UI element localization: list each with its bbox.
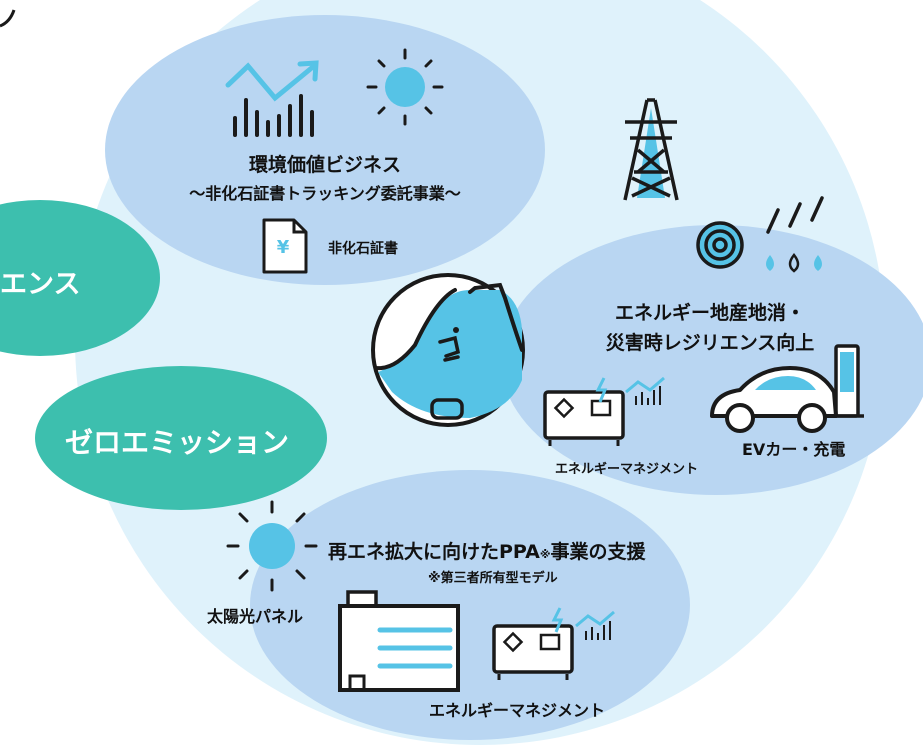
ppa-title-mark: ※ (539, 548, 551, 561)
chart-up-icon (225, 60, 319, 137)
battery-unit-icon-ppa (492, 607, 615, 680)
ppa-note: ※第三者所有型モデル (428, 571, 558, 586)
corner-arc (0, 9, 16, 28)
env-value-ellipse (105, 15, 545, 285)
ev-car-charger-icon (710, 344, 864, 433)
sun-icon-ppa (226, 500, 318, 592)
local-energy-title-2: 災害時レジリエンス向上 (605, 332, 815, 354)
local-energy-title-1: エネルギー地産地消・ (614, 302, 805, 324)
wind-rain-icon (696, 196, 824, 273)
yen-glyph: ¥ (277, 237, 290, 258)
solar-panel-label: 太陽光パネル (207, 607, 304, 626)
sun-icon (366, 48, 444, 126)
hydro-dam-icon (371, 273, 525, 427)
ppa-title-suffix: 事業の支援 (550, 541, 646, 563)
ppa-title: 再エネ拡大に向けたPPA※事業の支援 (328, 537, 646, 564)
transmission-tower-icon (623, 98, 679, 201)
battery-unit-icon (543, 376, 665, 446)
energy-mgmt-label-1: エネルギーマネジメント (555, 462, 699, 477)
ppa-title-main: 再エネ拡大に向けたPPA (328, 541, 540, 563)
zero-emission-pill-label: ゼロエミッション (65, 426, 290, 459)
env-value-title: 環境価値ビジネス (248, 154, 401, 176)
env-value-subtitle: ～非化石証書トラッキング委託事業～ (189, 184, 461, 203)
factory-solar-icon (338, 590, 460, 692)
energy-mgmt-label-2: エネルギーマネジメント (429, 701, 606, 720)
document-yen-icon: ¥ (262, 218, 308, 274)
resilience-pill (0, 200, 160, 356)
ev-charging-label: EVカー・充電 (742, 440, 846, 459)
resilience-pill-label: エンス (0, 269, 81, 300)
certificate-label: 非化石証書 (328, 241, 398, 257)
zero-emission-pill (35, 366, 327, 510)
